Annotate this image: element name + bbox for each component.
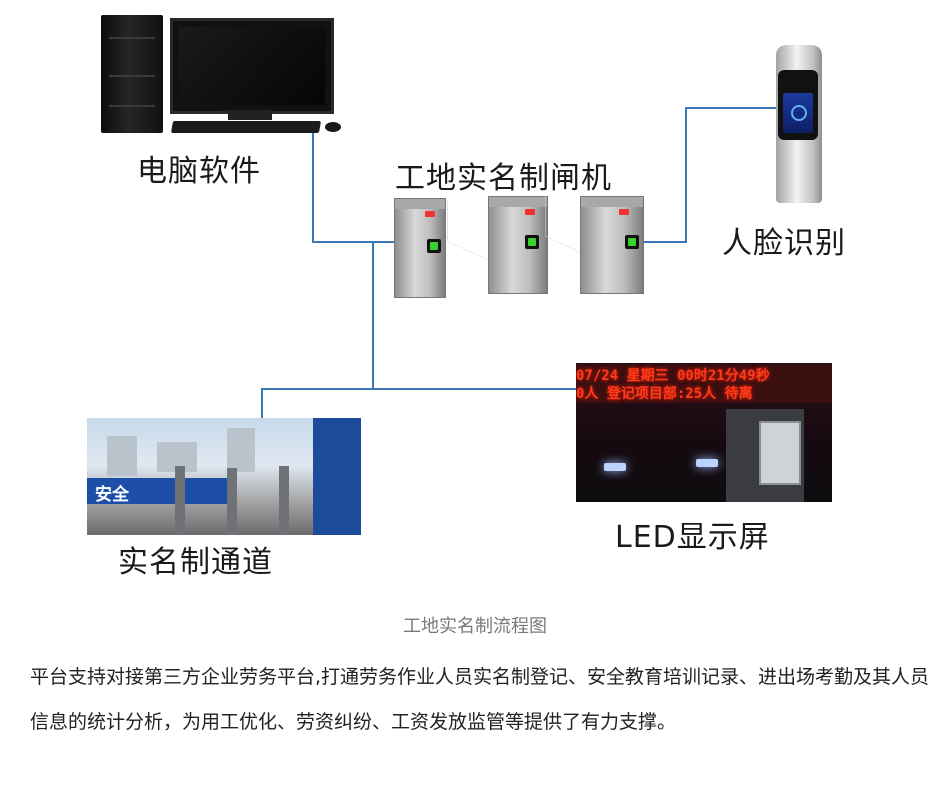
turnstile-3 (580, 196, 644, 294)
face-scan-icon (791, 105, 807, 121)
pc-monitor (170, 18, 334, 114)
led-display-photo: 07/24 星期三 00时21分49秒 0人 登记项目部:25人 待离 (576, 363, 832, 502)
mouse (325, 122, 341, 132)
line-to-channel (261, 388, 373, 418)
label-gate: 工地实名制闸机 (395, 161, 612, 196)
label-led-display: LED显示屏 (615, 520, 770, 555)
line-gates-to-face (640, 107, 778, 243)
label-channel: 实名制通道 (118, 545, 273, 580)
pc-tower (101, 15, 163, 133)
label-face-recognition: 人脸识别 (722, 226, 846, 261)
safety-board: 安全 (87, 478, 237, 505)
flow-diagram: 电脑软件 工地实名制闸机 人脸识别 安全 (87, 15, 846, 580)
turnstile-1 (394, 198, 446, 298)
figure-caption: 工地实名制流程图 (403, 616, 547, 637)
turnstile-2 (488, 196, 548, 294)
connector-lines (261, 107, 778, 418)
label-computer-software: 电脑软件 (137, 154, 261, 189)
keyboard (170, 121, 322, 133)
site-channel-photo: 安全 (87, 418, 361, 535)
entrance-sign (313, 418, 361, 535)
line-computer-to-gates (312, 133, 397, 243)
description-paragraph: 平台支持对接第三方企业劳务平台,打通劳务作业人员实名制登记、安全教育培训记录、进… (30, 666, 930, 733)
